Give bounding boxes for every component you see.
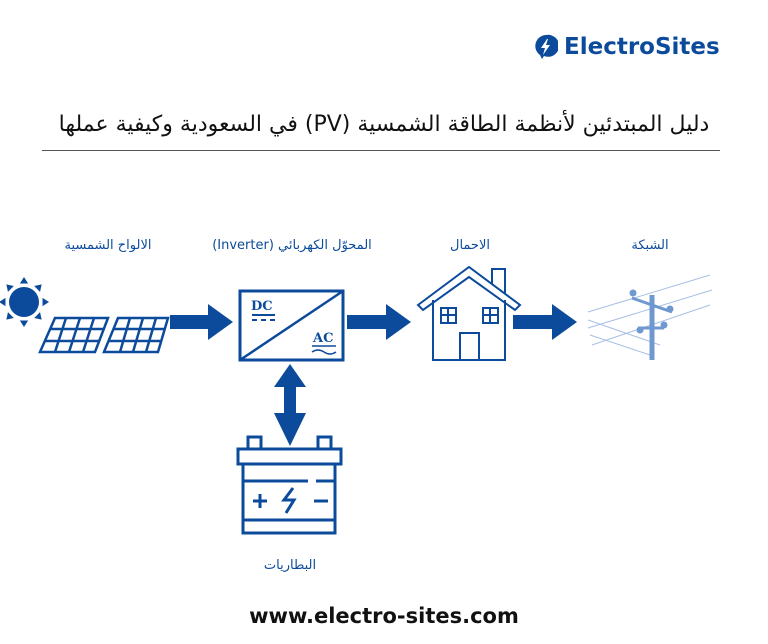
sun-ray: [6, 284, 14, 292]
sun-ray: [34, 312, 42, 320]
footer-url[interactable]: www.electro-sites.com: [249, 604, 519, 628]
title-divider: [42, 150, 720, 151]
brand-logo: ElectroSites: [534, 34, 720, 60]
label-panels: الالواح الشمسية: [64, 238, 152, 253]
arrow-right-icon: [513, 304, 577, 340]
arrow-right-icon: [170, 304, 233, 340]
sun-icon: [0, 277, 49, 327]
bolt-icon: [535, 34, 558, 59]
sun-ray: [0, 297, 6, 307]
brand-name: ElectroSites: [564, 34, 720, 60]
dc-label: DC: [251, 299, 273, 314]
ac-label: AC: [312, 331, 333, 346]
label-grid: الشبكة: [631, 238, 669, 253]
house-icon: [416, 265, 522, 361]
solar-panel-icon: [38, 316, 170, 354]
arrow-right-icon: [347, 304, 411, 340]
inverter-icon: DC AC: [238, 289, 345, 362]
battery-icon: [236, 435, 343, 535]
label-loads: الاحمال: [450, 238, 490, 253]
label-batteries: البطاريات: [263, 558, 317, 573]
bidirectional-arrow-icon: [274, 364, 306, 446]
page-title: دليل المبتدئين لأنظمة الطاقة الشمسية (PV…: [58, 112, 710, 137]
label-inverter: المحوّل الكهربائي (Inverter): [212, 238, 372, 253]
sun-ray: [6, 312, 14, 320]
sun-ray: [34, 284, 42, 292]
power-pole-icon: [587, 274, 713, 360]
sun-ray: [19, 277, 29, 284]
sun-ray: [19, 320, 29, 327]
sun-ray: [42, 297, 49, 307]
